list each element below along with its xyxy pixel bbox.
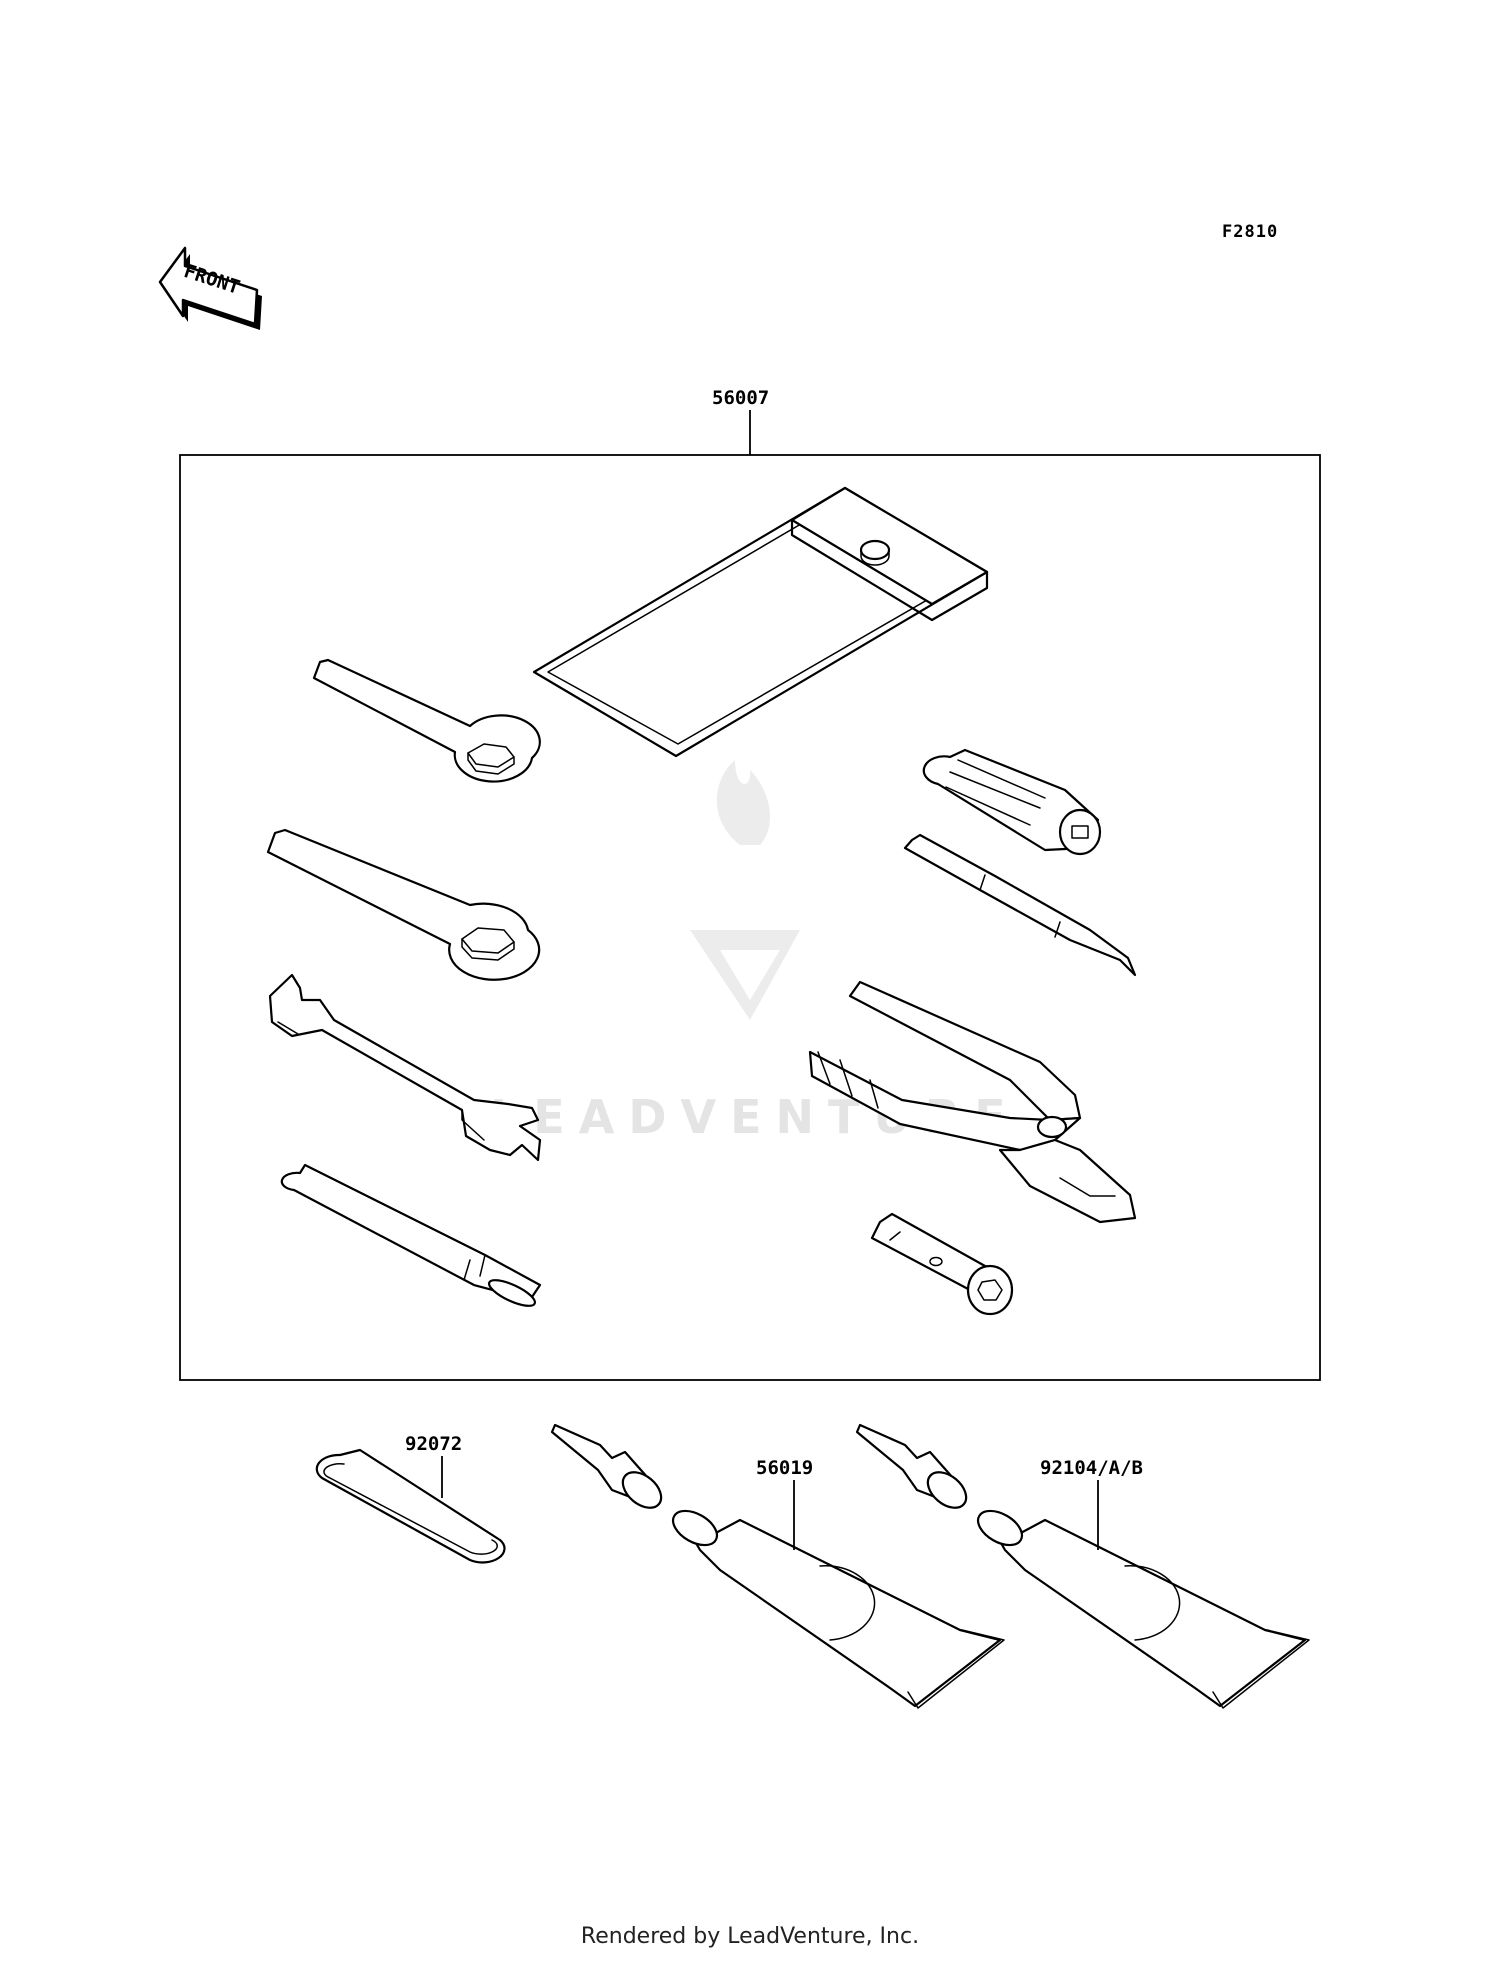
grease-tube-1-icon [550,1423,1005,1709]
spark-plug-wrench-icon [870,1212,1014,1316]
part-label-56007: 56007 [712,387,769,409]
footer-credit: Rendered by LeadVenture, Inc. [580,1924,920,1949]
box-wrench-large-icon [266,828,541,981]
extension-bar-icon [280,1163,542,1307]
part-label-92072: 92072 [405,1433,462,1455]
part-label-56019: 56019 [756,1457,813,1479]
box-wrench-small-icon [312,658,541,783]
screwdriver-bit-icon [903,833,1137,977]
grease-tube-2-icon [855,1423,1310,1709]
figure-id: F2810 [1222,222,1279,242]
open-end-wrench-icon [268,973,542,1162]
leadventure-watermark: LEADVENTURE [490,760,1006,1144]
pliers-icon [808,980,1137,1224]
tool-bag-icon [532,486,989,758]
part-label-92104: 92104/A/B [1040,1457,1143,1479]
tool-bag-strap-icon [315,1448,506,1564]
front-arrow-icon: FRONT [158,246,262,330]
screwdriver-grip-icon [922,748,1102,856]
